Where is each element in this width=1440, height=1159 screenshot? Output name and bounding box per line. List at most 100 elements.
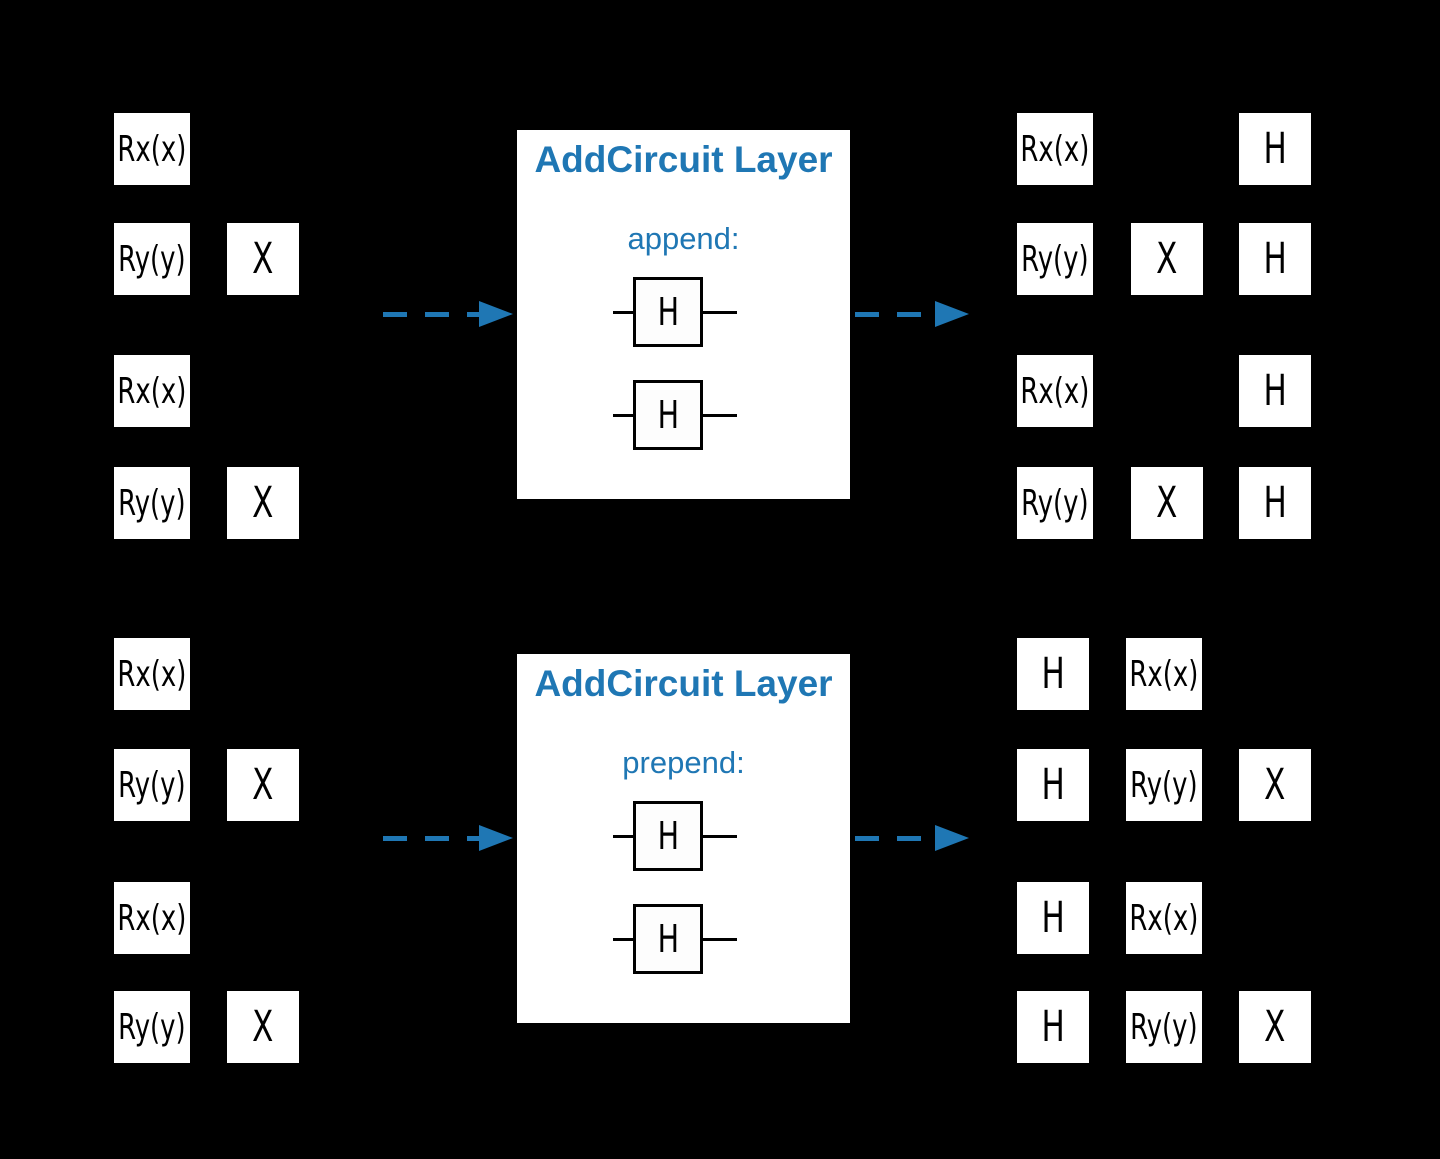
layer-mode-label: prepend: [622,745,745,780]
gate-ry-y: Ry(y) [1017,467,1093,539]
gate-h: H [1239,355,1311,427]
gate-h: H [1017,638,1089,710]
gate-x: X [1131,467,1203,539]
layer-title: AddCircuit Layer [534,663,833,704]
wire-left [613,413,633,417]
addcircuit-layer-box-prepend: AddCircuit Layer prepend: H H [517,654,850,1023]
gate-h: H [1017,882,1089,954]
gate-label: Rx(x) [117,128,187,170]
dashed-arrow-icon [855,825,969,851]
gate-label: H [1263,478,1287,528]
wire-left [613,937,633,941]
dashed-arrow-icon [855,301,969,327]
gate-label: Rx(x) [117,370,187,412]
gate-label: Rx(x) [1129,897,1199,939]
arrow-line [855,835,935,841]
layer-title: AddCircuit Layer [534,139,833,180]
wire-left [613,834,633,838]
gate-label: Rx(x) [117,653,187,695]
gate-label: X [1156,234,1178,284]
gate-ry-y: Ry(y) [1126,991,1202,1063]
gate-label: H [657,290,679,334]
gate-label: H [1041,893,1065,943]
gate-h: H [1017,749,1089,821]
gate-label: X [1264,760,1286,810]
gate-x: X [1239,749,1311,821]
gate-x: X [227,749,299,821]
gate-label: H [1041,649,1065,699]
gate-rx-x: Rx(x) [114,113,190,185]
dashed-arrow-icon [383,301,513,327]
wire-left [613,310,633,314]
gate-x: X [1239,991,1311,1063]
gate-x: X [227,467,299,539]
inner-circuit-row: H [613,380,737,450]
arrow-head [935,825,969,851]
wire-right [703,413,737,417]
gate-label: H [657,917,679,961]
gate-rx-x: Rx(x) [114,355,190,427]
gate-label: Ry(y) [118,482,186,524]
gate-label: H [1263,366,1287,416]
gate-h: H [1239,467,1311,539]
gate-h: H [633,380,703,450]
gate-label: Ry(y) [1021,482,1089,524]
gate-label: X [252,760,274,810]
gate-label: H [1263,124,1287,174]
gate-label: H [1263,234,1287,284]
gate-label: Rx(x) [1020,370,1090,412]
gate-ry-y: Ry(y) [1126,749,1202,821]
wire-right [703,834,737,838]
gate-x: X [1131,223,1203,295]
gate-x: X [227,991,299,1063]
gate-label: Ry(y) [118,238,186,280]
gate-x: X [227,223,299,295]
gate-h: H [633,801,703,871]
gate-rx-x: Rx(x) [1017,113,1093,185]
gate-label: Rx(x) [1020,128,1090,170]
gate-label: Ry(y) [1130,1006,1198,1048]
arrow-head [935,301,969,327]
dashed-arrow-icon [383,825,513,851]
gate-h: H [633,277,703,347]
gate-label: X [1264,1002,1286,1052]
gate-ry-y: Ry(y) [114,991,190,1063]
gate-label: Rx(x) [117,897,187,939]
gate-label: H [657,393,679,437]
inner-circuit-row: H [613,801,737,871]
wire-right [703,310,737,314]
gate-label: H [1041,1002,1065,1052]
layer-mode-label: append: [627,221,740,256]
gate-ry-y: Ry(y) [114,223,190,295]
arrow-line [383,835,479,841]
gate-label: H [1041,760,1065,810]
gate-h: H [1239,223,1311,295]
gate-label: X [1156,478,1178,528]
gate-rx-x: Rx(x) [1017,355,1093,427]
wire-right [703,937,737,941]
gate-h: H [1239,113,1311,185]
gate-ry-y: Ry(y) [114,749,190,821]
gate-label: Rx(x) [1129,653,1199,695]
gate-ry-y: Ry(y) [114,467,190,539]
gate-label: Ry(y) [118,1006,186,1048]
arrow-line [383,311,479,317]
gate-label: Ry(y) [1021,238,1089,280]
inner-circuit-row: H [613,904,737,974]
gate-h: H [1017,991,1089,1063]
gate-rx-x: Rx(x) [114,638,190,710]
gate-label: X [252,478,274,528]
gate-ry-y: Ry(y) [1017,223,1093,295]
gate-label: X [252,234,274,284]
arrow-head [479,301,513,327]
gate-label: Ry(y) [118,764,186,806]
gate-rx-x: Rx(x) [1126,638,1202,710]
inner-circuit-row: H [613,277,737,347]
arrow-head [479,825,513,851]
gate-rx-x: Rx(x) [114,882,190,954]
